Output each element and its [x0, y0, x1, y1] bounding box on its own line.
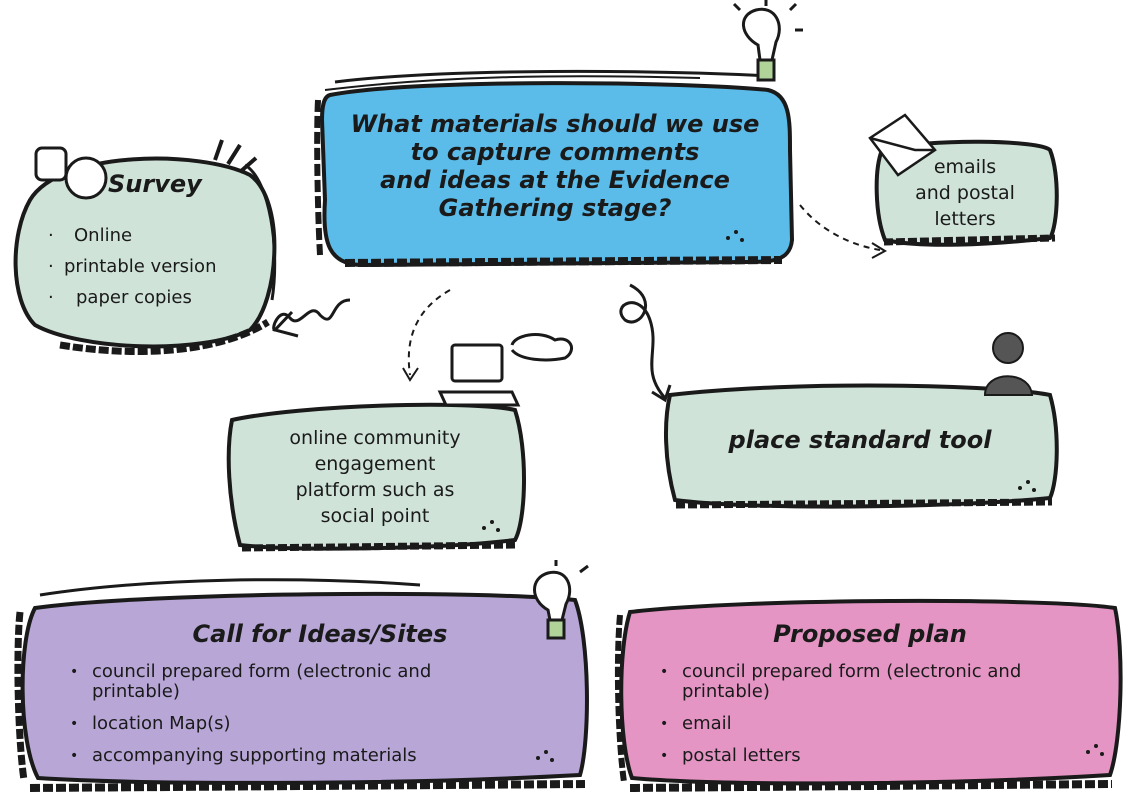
- arrowhead: [871, 242, 888, 259]
- connector-to-place-tool: [619, 283, 672, 403]
- person-icon: [983, 332, 1034, 396]
- question-box: [314, 69, 795, 268]
- proposed-plan-list: council prepared form (electronic and pr…: [652, 662, 1072, 778]
- proposed-plan-item: email: [652, 714, 1072, 735]
- online-line: social point: [320, 505, 430, 527]
- connector-to-online: [407, 289, 451, 376]
- emails-text: emails and postal letters: [885, 154, 1045, 232]
- online-line: platform such as: [295, 479, 455, 501]
- connector-to-emails: [799, 204, 881, 251]
- lightbulb-icon: [533, 560, 589, 640]
- call-for-ideas-item: accompanying supporting materials: [62, 746, 562, 767]
- survey-title: Survey: [108, 170, 202, 198]
- question-line: and ideas at the Evidence: [380, 166, 730, 194]
- call-for-ideas-title: Call for Ideas/Sites: [192, 620, 448, 648]
- place-tool-box: [664, 383, 1059, 509]
- online-line: engagement: [314, 453, 436, 475]
- proposed-plan-item: council prepared form (electronic and pr…: [652, 662, 1062, 702]
- online-platform-text: online community engagement platform suc…: [240, 425, 510, 529]
- question-line: to capture comments: [410, 138, 700, 166]
- survey-item: Online: [40, 220, 216, 251]
- survey-item: printable version: [40, 251, 216, 282]
- online-line: online community: [289, 427, 461, 449]
- place-tool-title: place standard tool: [728, 426, 992, 454]
- online-platform-box: [226, 402, 526, 552]
- emails-line: and postal: [915, 182, 1015, 204]
- call-for-ideas-item: location Map(s): [62, 714, 562, 735]
- call-for-ideas-item: council prepared form (electronic and pr…: [62, 662, 472, 702]
- connector-to-survey: [272, 298, 351, 338]
- proposed-plan-item: postal letters: [652, 746, 1072, 767]
- speech-bubbles-icon: [34, 146, 108, 200]
- emails-line: emails: [933, 156, 997, 178]
- proposed-plan-title: Proposed plan: [773, 620, 967, 648]
- call-for-ideas-list: council prepared form (electronic and pr…: [62, 662, 562, 778]
- accent-strokes: [213, 139, 258, 174]
- question-line: Gathering stage?: [438, 194, 672, 222]
- lightbulb-icon: [732, 0, 803, 82]
- survey-item: paper copies: [40, 282, 216, 313]
- emails-line: letters: [934, 208, 996, 230]
- emails-box: [874, 139, 1059, 247]
- envelope-icon: [868, 113, 937, 177]
- question-text: What materials should we use to capture …: [340, 110, 770, 222]
- question-line: What materials should we use: [350, 110, 760, 138]
- arrowhead: [402, 367, 419, 382]
- survey-list: Online printable version paper copies: [40, 220, 216, 313]
- laptop-icon: [437, 333, 573, 407]
